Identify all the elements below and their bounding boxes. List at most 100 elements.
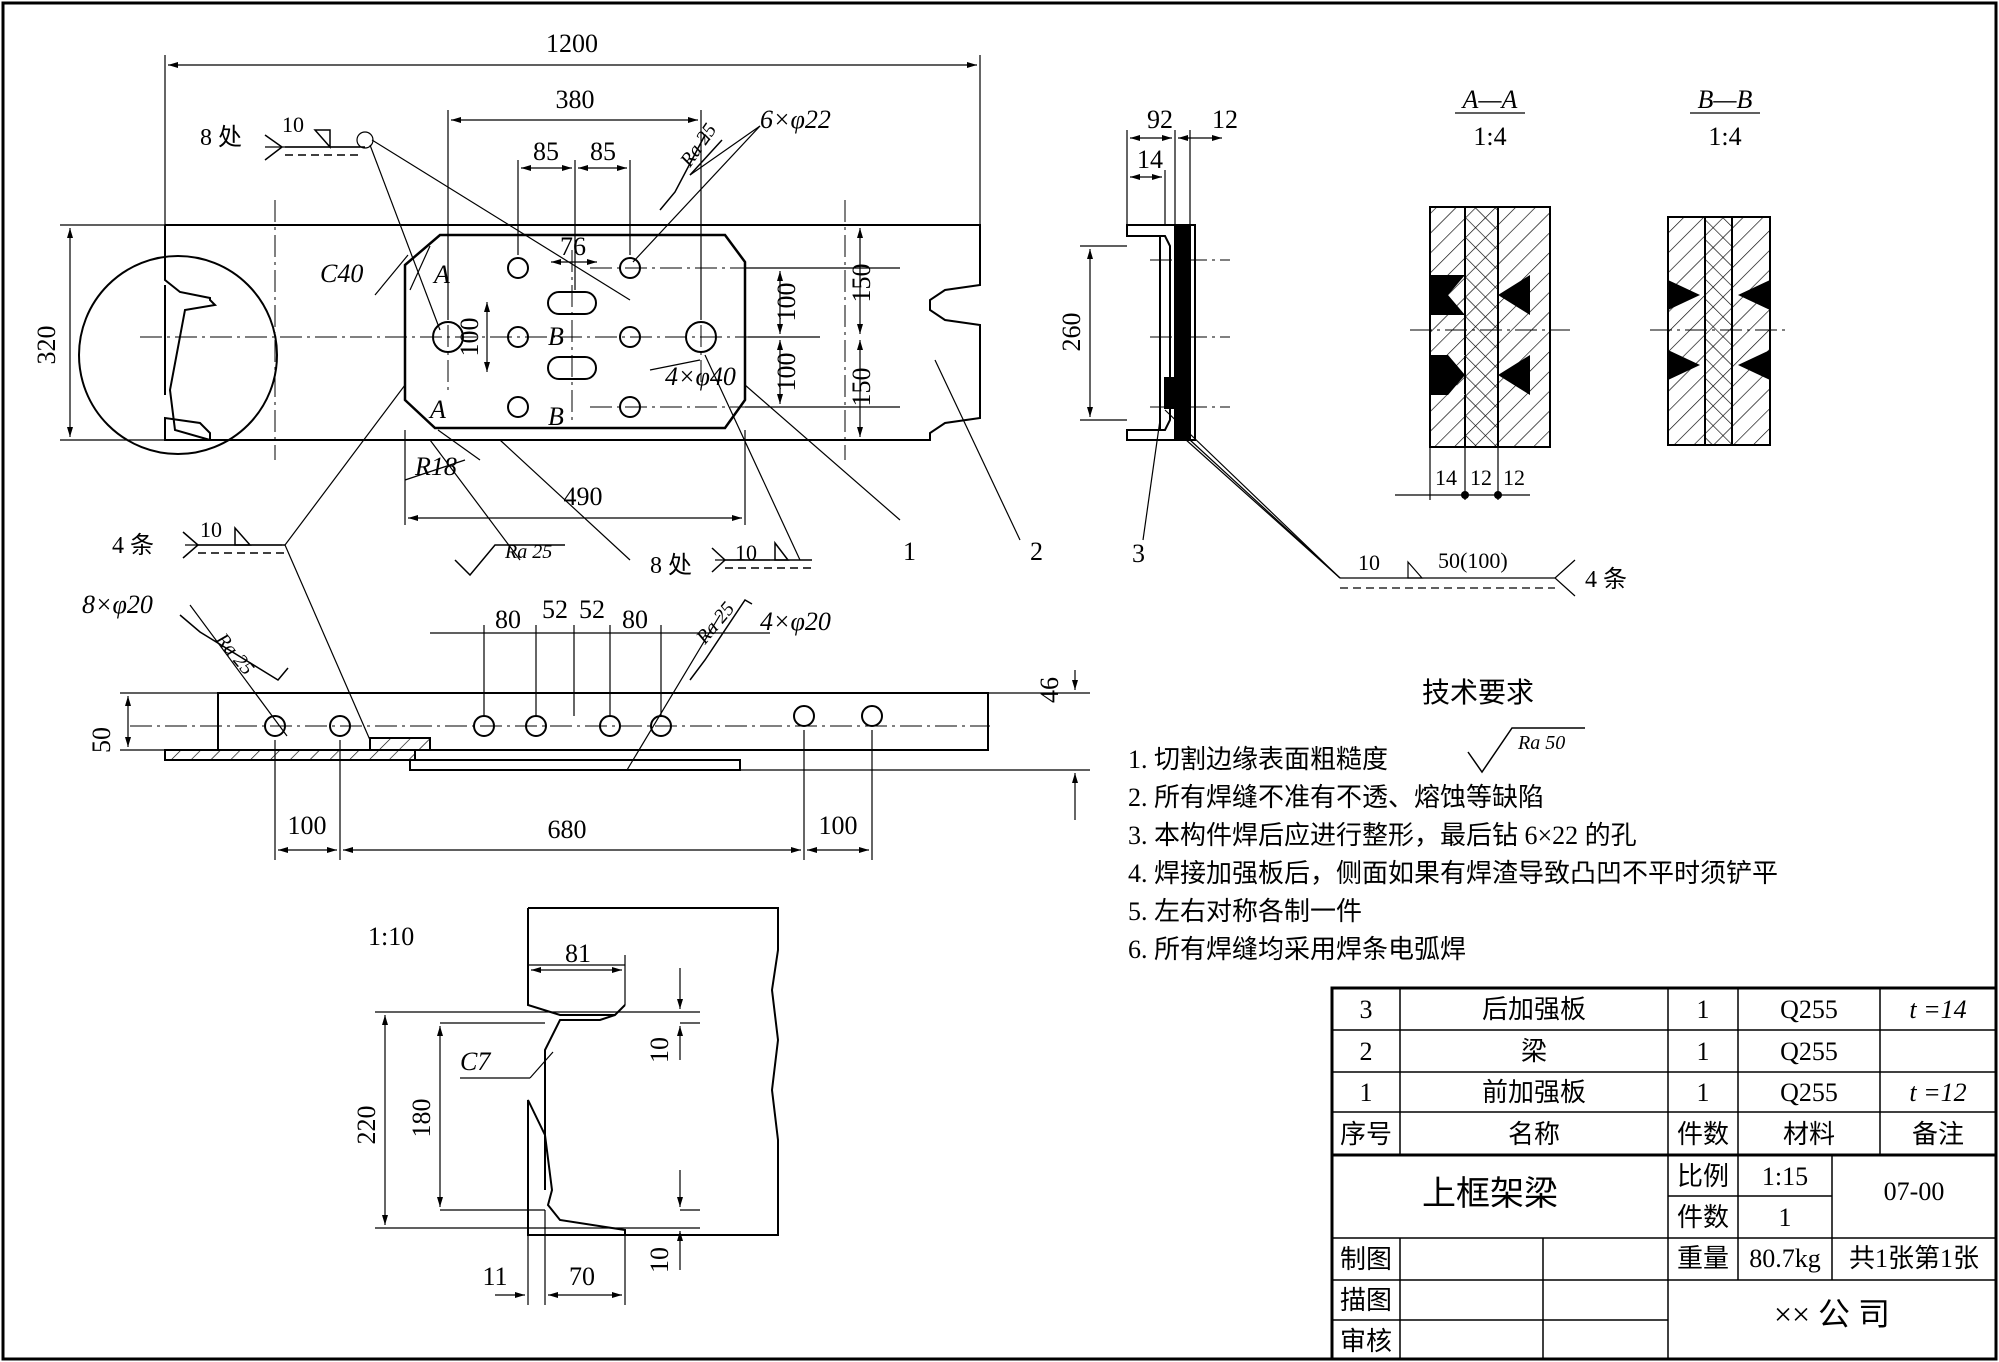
- dim-100-right-a: 100: [772, 283, 801, 322]
- parts-row-material: Q255: [1780, 1037, 1838, 1066]
- hole-spec-6x22: 6×φ22: [760, 105, 831, 134]
- dim-260: 260: [1057, 313, 1086, 352]
- chamfer-c40: C40: [320, 259, 363, 288]
- detail-scale: 1:10: [368, 922, 414, 951]
- front-plate: [403, 233, 747, 430]
- parts-header-remark: 备注: [1912, 1120, 1964, 1149]
- roughness-main-b: Ra 25: [504, 541, 552, 563]
- dim-320: 320: [32, 326, 61, 365]
- parts-row-no: 2: [1360, 1037, 1373, 1066]
- dim-80a: 80: [495, 605, 521, 634]
- dim-12-side: 12: [1212, 105, 1238, 134]
- part-label-2: 2: [1030, 537, 1043, 566]
- part-label-1: 1: [903, 537, 916, 566]
- checked-by-label: 审核: [1340, 1327, 1392, 1356]
- dim-52a: 52: [542, 595, 568, 624]
- dim-10-bottom: 10: [645, 1247, 674, 1273]
- dim-76: 76: [560, 232, 586, 261]
- tech-req-title: 技术要求: [1422, 677, 1534, 709]
- drawing-title: 上框架梁: [1422, 1175, 1558, 1213]
- parts-row-name: 前加强板: [1482, 1078, 1586, 1107]
- hole-spec-8x20: 8×φ20: [82, 590, 153, 619]
- parts-row-qty: 1: [1697, 1037, 1710, 1066]
- weld-4-strips: 4 条: [112, 532, 154, 559]
- side-view: [1126, 224, 1196, 441]
- dim-490: 490: [564, 482, 603, 511]
- parts-row-material: Q255: [1780, 995, 1838, 1024]
- dim-680: 680: [548, 815, 587, 844]
- dim-85a: 85: [533, 137, 559, 166]
- tech-req-ra50: Ra 50: [1517, 732, 1565, 754]
- hole-22: [507, 257, 529, 279]
- parts-row-qty: 1: [1697, 1078, 1710, 1107]
- section-aa-scale: 1:4: [1473, 122, 1506, 151]
- hole-spec-4x40: 4×φ40: [665, 362, 736, 391]
- weld-8-places-a: 8 处: [200, 124, 242, 151]
- company-name: ×× 公 司: [1774, 1296, 1890, 1332]
- parts-row-no: 3: [1360, 995, 1373, 1024]
- tech-req-item: 6. 所有焊缝均采用焊条电弧焊: [1128, 935, 1466, 964]
- dim-150a: 150: [847, 264, 876, 303]
- section-dim-12b: 12: [1503, 465, 1525, 490]
- dim-100-left: 100: [455, 318, 484, 357]
- parts-row-remark: t =14: [1909, 995, 1966, 1024]
- weight-value: 80.7kg: [1749, 1244, 1821, 1273]
- weld-size-c: 10: [200, 517, 222, 542]
- section-b-bottom: B: [548, 402, 564, 431]
- parts-row-name: 后加强板: [1482, 995, 1586, 1024]
- dim-46: 46: [1035, 677, 1064, 703]
- parts-header-no: 序号: [1340, 1120, 1392, 1149]
- dim-100-right-b: 100: [772, 353, 801, 392]
- parts-row-remark: t =12: [1909, 1078, 1966, 1107]
- dim-380: 380: [556, 85, 595, 114]
- section-dim-12a: 12: [1470, 465, 1492, 490]
- parts-row-material: Q255: [1780, 1078, 1838, 1107]
- beam-outline: [164, 224, 981, 441]
- parts-header-material: 材料: [1783, 1120, 1835, 1149]
- weld-size-side: 10: [1358, 550, 1380, 575]
- section-a-bottom: A: [428, 395, 446, 424]
- tech-req-item: 4. 焊接加强板后，侧面如果有焊渣导致凸凹不平时须铲平: [1128, 859, 1778, 888]
- tech-req-item-1: 1. 切割边缘表面粗糙度: [1128, 745, 1388, 774]
- sheet-info: 共1张第1张: [1849, 1244, 1979, 1273]
- dim-1200: 1200: [546, 29, 598, 58]
- traced-by-label: 描图: [1340, 1286, 1392, 1315]
- parts-header-qty: 件数: [1677, 1120, 1729, 1149]
- section-bb-title: B—B: [1698, 85, 1753, 114]
- roughness-main: Ra 25: [676, 120, 722, 172]
- dim-85b: 85: [590, 137, 616, 166]
- hole-spec-4x20: 4×φ20: [760, 607, 831, 636]
- dim-81: 81: [565, 939, 591, 968]
- dim-220: 220: [352, 1106, 381, 1145]
- bottom-view: [164, 692, 989, 771]
- section-a-top: A: [432, 260, 450, 289]
- weld-length-side: 50(100): [1438, 548, 1508, 573]
- qty-label: 件数: [1677, 1203, 1729, 1232]
- part-label-3: 3: [1132, 539, 1145, 568]
- weight-label: 重量: [1677, 1244, 1729, 1273]
- dim-92: 92: [1147, 105, 1173, 134]
- weld-4-strips-side: 4 条: [1585, 566, 1627, 593]
- roughness-bottom-b: Ra 25: [691, 598, 739, 649]
- radius-r18: R18: [414, 452, 457, 481]
- chamfer-c7: C7: [460, 1047, 491, 1076]
- section-aa: [1429, 206, 1551, 448]
- tech-req-item: 5. 左右对称各制一件: [1128, 897, 1362, 926]
- section-dim-14: 14: [1435, 465, 1457, 490]
- dim-14-side: 14: [1137, 145, 1163, 174]
- title-block: [1330, 986, 1998, 1361]
- weld-size-a: 10: [282, 112, 304, 137]
- dim-10-top: 10: [645, 1037, 674, 1063]
- detail-circle: [78, 255, 278, 455]
- weld-8-places-b: 8 处: [650, 552, 692, 579]
- section-b-top: B: [548, 322, 564, 351]
- roughness-symbol-icon: [1467, 727, 1585, 774]
- parts-header-name: 名称: [1508, 1120, 1560, 1149]
- dim-150b: 150: [847, 368, 876, 407]
- hole-22: [507, 396, 529, 418]
- dim-70: 70: [569, 1262, 595, 1291]
- dim-50: 50: [87, 727, 116, 753]
- tech-req-item: 2. 所有焊缝不准有不透、熔蚀等缺陷: [1128, 783, 1544, 812]
- section-aa-title: A—A: [1461, 85, 1518, 114]
